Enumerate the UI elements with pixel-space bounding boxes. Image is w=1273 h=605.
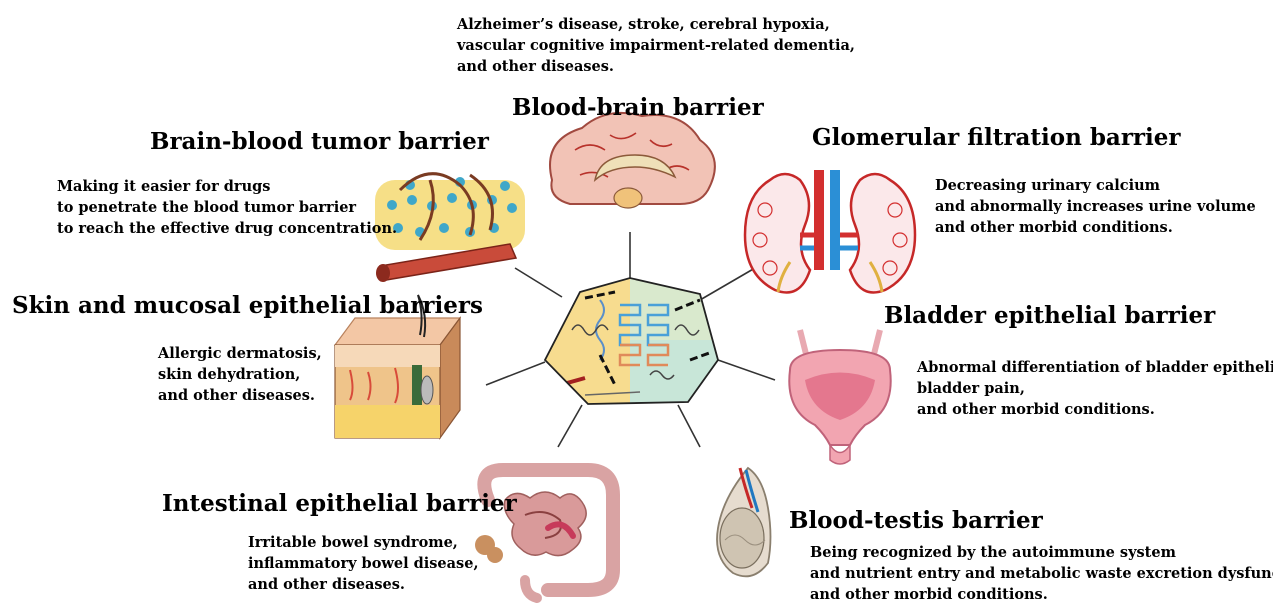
blood-brain-line-1: Alzheimer’s disease, stroke, cerebral hy… (457, 14, 855, 35)
blood-testis-line-1: Being recognized by the autoimmune syste… (810, 542, 1273, 563)
blood-brain-line-3: and other diseases. (457, 56, 855, 77)
brain-blood-tumor-title: Brain-blood tumor barrier (150, 130, 489, 153)
brain-blood-tumor-description: Making it easier for drugs to penetrate … (57, 176, 397, 239)
brain-icon (550, 113, 715, 208)
connector-intestinal (558, 405, 582, 447)
glomerular-line-3: and other morbid conditions. (935, 217, 1256, 238)
glomerular-line-1: Decreasing urinary calcium (935, 175, 1256, 196)
intestinal-description: Irritable bowel syndrome, inflammatory b… (248, 532, 479, 595)
skin-mucosal-title: Skin and mucosal epithelial barriers (12, 294, 483, 317)
bladder-description: Abnormal differentiation of bladder epit… (917, 357, 1273, 420)
intestinal-line-3: and other diseases. (248, 574, 479, 595)
blood-brain-title: Blood-brain barrier (512, 96, 764, 119)
tight-junction-hexagon-icon (540, 270, 725, 410)
intestinal-title: Intestinal epithelial barrier (162, 492, 517, 515)
skin-mucosal-description: Allergic dermatosis, skin dehydration, a… (158, 343, 322, 406)
brain-blood-tumor-line-3: to reach the effective drug concentratio… (57, 218, 397, 239)
blood-testis-title: Blood-testis barrier (789, 509, 1043, 532)
testis-icon (717, 468, 771, 576)
kidneys-icon (745, 170, 915, 293)
glomerular-line-2: and abnormally increases urine volume (935, 196, 1256, 217)
blood-testis-line-2: and nutrient entry and metabolic waste e… (810, 563, 1273, 584)
connector-glomerular (700, 268, 755, 300)
brain-blood-tumor-line-1: Making it easier for drugs (57, 176, 397, 197)
connector-brain-blood-tumor (515, 268, 562, 297)
tumor-cells-vessel-icon (375, 174, 525, 282)
bladder-icon (789, 330, 890, 464)
glomerular-description: Decreasing urinary calcium and abnormall… (935, 175, 1256, 238)
blood-brain-description: Alzheimer’s disease, stroke, cerebral hy… (457, 14, 855, 77)
bladder-line-1: Abnormal differentiation of bladder epit… (917, 357, 1273, 378)
blood-testis-description: Being recognized by the autoimmune syste… (810, 542, 1273, 605)
blood-testis-line-3: and other morbid conditions. (810, 584, 1273, 605)
bladder-line-2: bladder pain, (917, 378, 1273, 399)
skin-mucosal-line-2: skin dehydration, (158, 364, 322, 385)
intestinal-line-1: Irritable bowel syndrome, (248, 532, 479, 553)
skin-mucosal-line-1: Allergic dermatosis, (158, 343, 322, 364)
bladder-title: Bladder epithelial barrier (884, 304, 1215, 327)
skin-mucosal-line-3: and other diseases. (158, 385, 322, 406)
intestinal-line-2: inflammatory bowel disease, (248, 553, 479, 574)
connector-bladder (718, 360, 775, 380)
bladder-line-3: and other morbid conditions. (917, 399, 1273, 420)
blood-brain-line-2: vascular cognitive impairment-related de… (457, 35, 855, 56)
brain-blood-tumor-line-2: to penetrate the blood tumor barrier (57, 197, 397, 218)
connector-skin (486, 362, 545, 385)
connector-testis (678, 405, 700, 447)
glomerular-title: Glomerular filtration barrier (812, 126, 1181, 149)
